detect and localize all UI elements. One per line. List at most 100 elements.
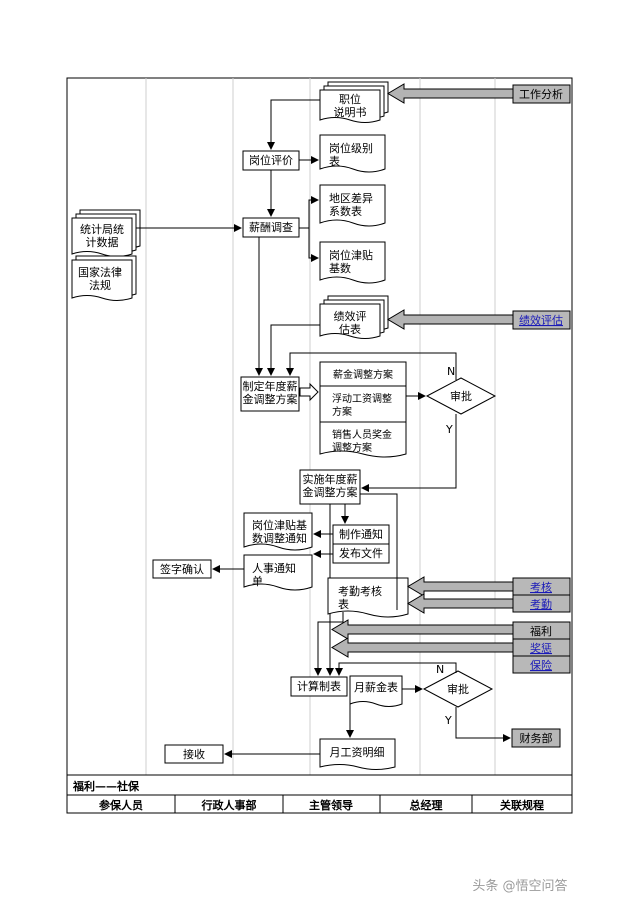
hr-notice-label: 人事通知单 [252, 561, 296, 588]
sign-confirm-box [152, 559, 212, 579]
insurance-link[interactable]: 保险 [530, 658, 552, 672]
lane-header-admin-hr: 行政人事部 [201, 798, 257, 812]
float-wage-plan-box [319, 385, 407, 423]
text-line: 职位 [339, 92, 361, 106]
approval-diamond-1 [425, 377, 497, 415]
n-label-1: N [447, 365, 455, 378]
hr-notice-doc [243, 554, 313, 591]
text-line: 考勤考核 [338, 584, 382, 598]
hollow-arrow [299, 382, 319, 402]
gray-arrow [387, 83, 514, 104]
regional-diff-doc [319, 184, 386, 227]
approve-connector [361, 414, 457, 492]
implement-plan-label: 实施年度薪金调整方案 [303, 472, 358, 499]
monthly-detail-label: 月工资明细 [330, 746, 385, 759]
section-label: 福利——社保 [72, 779, 140, 793]
insurance-box[interactable] [512, 655, 571, 674]
connector [360, 493, 398, 563]
text-line: 法规 [89, 278, 111, 292]
perf-table-doc: 绩效评估表 [319, 295, 389, 339]
job-description-doc: 职位说明书 [319, 81, 389, 123]
job-analysis-box[interactable] [512, 84, 571, 104]
perf-eval-box[interactable] [512, 310, 571, 330]
salary-adj-plan-label: 薪金调整方案 [333, 368, 393, 381]
text-line: 数调整通知 [252, 531, 307, 545]
text-line: 系数表 [329, 204, 362, 218]
gray-arrow [407, 593, 514, 614]
perf-table-label: 绩效评估表 [334, 309, 367, 336]
text-line: 金调整方案 [303, 485, 358, 499]
gray-arrow [407, 576, 514, 597]
implement-plan-box [299, 469, 361, 505]
text-line: 估表 [339, 322, 361, 336]
lane-header-insured: 参保人员 [99, 798, 143, 812]
issue-doc-label: 发布文件 [339, 546, 383, 560]
connector [308, 228, 319, 262]
finance-box[interactable] [511, 728, 561, 748]
approval-2-label: 审批 [447, 682, 469, 696]
text-line: 调整方案 [332, 441, 372, 454]
lane-header-supervisor: 主管领导 [309, 798, 353, 812]
connector [267, 99, 320, 150]
receive-label: 接收 [183, 747, 205, 761]
calc-table-box [290, 676, 348, 697]
text-line: 单 [252, 575, 263, 588]
text-line: 岗位级别 [329, 141, 373, 155]
approval-diamond-2 [422, 670, 494, 708]
stat-data-label: 统计局统计数据 [80, 223, 124, 249]
approve-connector [455, 707, 511, 742]
job-analysis-label: 工作分析 [519, 87, 563, 101]
allowance-base-doc [319, 241, 386, 284]
assessment-link[interactable]: 考核 [530, 580, 552, 594]
calc-table-label: 计算制表 [297, 679, 341, 693]
monthly-salary-label: 月薪金表 [354, 680, 398, 694]
gray-arrow [331, 619, 514, 640]
watermark: 头条 @悟空问答 [472, 878, 567, 894]
job-evaluation-label: 岗位评价 [249, 153, 293, 167]
text-line: 岗位津贴基 [252, 518, 307, 532]
allowance-notice-label: 岗位津贴基数调整通知 [252, 518, 307, 545]
bonus-link[interactable]: 奖惩 [530, 641, 552, 655]
text-line: 说明书 [334, 105, 367, 119]
perf-eval-link[interactable]: 绩效评估 [519, 313, 563, 327]
attendance-table-doc [327, 577, 409, 618]
finance-label: 财务部 [520, 731, 553, 745]
salary-adj-plan-box [319, 361, 407, 387]
y-label-1: Y [445, 423, 453, 436]
sales-bonus-plan-doc [319, 421, 407, 458]
text-line: 表 [329, 154, 340, 168]
gray-arrow [387, 309, 514, 330]
attendance-box[interactable] [512, 594, 571, 613]
attendance-link[interactable]: 考勤 [530, 598, 552, 611]
text-line: 计数据 [86, 235, 119, 249]
annual-plan-box [240, 376, 300, 412]
text-line: 统计局统 [80, 223, 124, 236]
attendance-table-label: 考勤考核表 [338, 584, 382, 611]
welfare-label: 福利 [530, 624, 552, 638]
text-line: 销售人员奖金 [332, 428, 392, 441]
float-wage-plan-label: 浮动工资调整方案 [332, 392, 392, 418]
regional-diff-label: 地区差异系数表 [329, 191, 373, 218]
text-line: 表 [338, 597, 349, 611]
text-line: 基数 [329, 262, 351, 275]
reject-connector [335, 662, 457, 676]
lane-header-gm: 总经理 [410, 798, 443, 812]
make-notice-label: 制作通知 [339, 527, 383, 541]
job-level-table-doc [319, 134, 386, 173]
text-line: 金调整方案 [243, 392, 298, 406]
approval-1-label: 审批 [450, 389, 472, 403]
salary-survey-label: 薪酬调查 [249, 220, 293, 234]
n-label-2: N [436, 663, 444, 676]
y-label-2: Y [444, 714, 452, 727]
allowance-base-label: 岗位津贴基数 [329, 248, 373, 275]
annual-plan-label: 制定年度薪金调整方案 [243, 379, 298, 406]
reject-connector [286, 352, 457, 380]
lane-header-related-rules: 关联规程 [500, 798, 544, 812]
text-line: 浮动工资调整 [332, 392, 392, 405]
text-line: 人事通知 [252, 561, 296, 575]
frame-border [66, 77, 573, 814]
swimlane-grid [66, 77, 573, 814]
gray-arrow [331, 637, 514, 658]
sign-confirm-label: 签字确认 [160, 562, 204, 576]
